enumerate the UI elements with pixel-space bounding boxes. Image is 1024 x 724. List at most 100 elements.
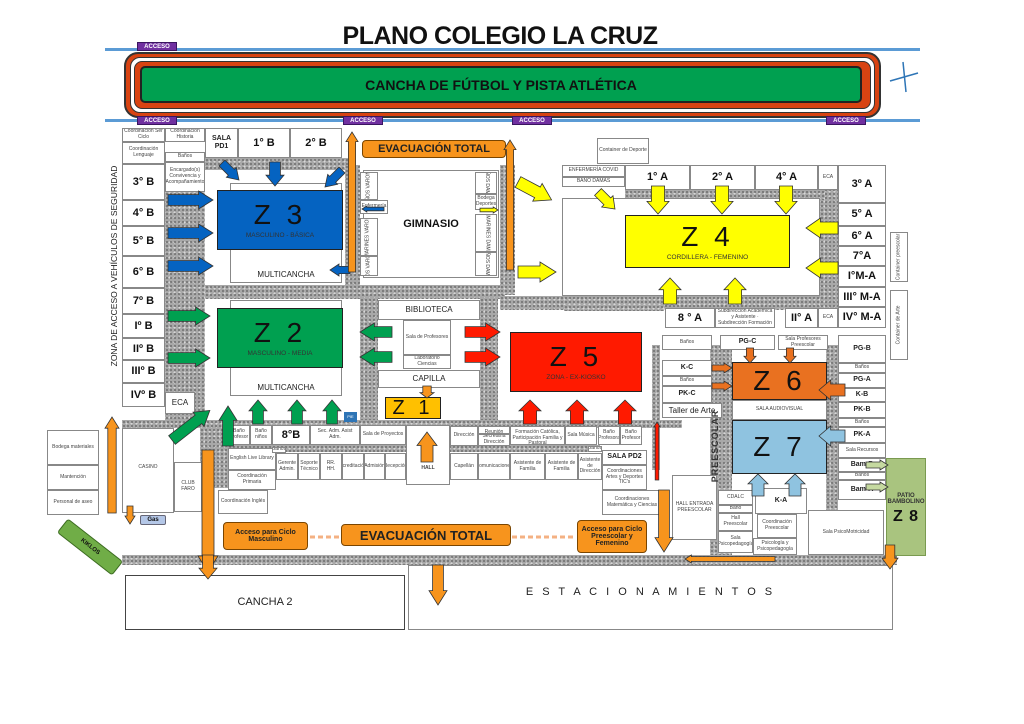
room-coord-ingles: Coordinación Inglés	[218, 490, 268, 514]
room-capellan: Capellán	[450, 453, 478, 480]
room-sala-audiovisual: SALA AUDIOVISUAL	[732, 400, 827, 420]
room-kc: K-C	[662, 360, 712, 376]
room-label: Baño niños	[255, 428, 267, 440]
room-label: Sala Psicopedagogía	[718, 535, 753, 547]
access-badge[interactable]: ACCESO	[512, 116, 552, 125]
evacuation-total-top[interactable]: EVACUACIÓN TOTAL	[362, 140, 506, 158]
zone-name: Z 6	[753, 365, 806, 396]
room-label: Capellán	[454, 462, 474, 469]
room-label: II° A	[790, 311, 813, 324]
room-label: 2° B	[305, 136, 327, 149]
walkway	[820, 188, 838, 310]
room-label: Coordinación Lenguaje	[128, 146, 159, 158]
room-convivencia: Encargado(s) Convivencia y Acompañamient…	[165, 162, 205, 192]
room-label: Secretaría Dirección	[482, 434, 506, 445]
room-label: GIMNASIO	[403, 217, 459, 230]
room-b6: 6° B	[122, 256, 165, 288]
room-sec-adm: Sec. Adm. Asist Adm.	[310, 425, 360, 445]
room-b4: 4° B	[122, 200, 165, 226]
room-container-preescolar: Container preescolar	[890, 232, 908, 282]
room-label: Baño profesor	[229, 428, 249, 440]
room-label: BAÑOS DAMAS	[483, 172, 490, 194]
preescolar-label: PREESCOLAR	[710, 409, 720, 483]
access-preescolar-button[interactable]: Acceso para Ciclo Preescolar y Femenino	[577, 520, 647, 553]
room-label: Baños	[854, 418, 870, 425]
room-label: 4° A	[775, 171, 798, 184]
room-sala-recursos: Sala Recursos	[838, 443, 886, 458]
room-label: CAMARINES DAMAS	[483, 214, 490, 252]
room-b3: 3° B	[122, 164, 165, 200]
room-biblioteca: BIBLIOTECA	[378, 300, 480, 320]
room-bano-profesora: Baño Profesora	[598, 426, 620, 445]
access-badge[interactable]: ACCESO	[826, 116, 866, 125]
room-asist-familia1: Asistente de Familia	[510, 453, 545, 480]
room-acreditacion: Acreditación	[342, 453, 364, 480]
zone-z7: Z 7	[732, 420, 827, 474]
room-admision: Admisión	[364, 453, 385, 480]
room-label: Baños	[679, 338, 695, 345]
room-label: IVº B	[130, 388, 157, 401]
room-label: Sala de Proyectos	[362, 431, 404, 438]
room-camarines-damas: CAMARINES DAMAS	[475, 214, 497, 252]
room-label: Container de Arte	[895, 305, 902, 345]
room-label: SALA PD2	[607, 453, 642, 461]
room-asist-familia2: Asistente de Familia	[545, 453, 578, 480]
room-enfermeria-covid: ENFERMERÍA COVID	[562, 165, 625, 177]
room-a3: 3º A	[838, 165, 886, 203]
room-label: Encargado(s) Convivencia y Acompañamient…	[165, 167, 205, 185]
access-badge[interactable]: ACCESO	[137, 42, 177, 51]
room-label: CANCHA 2	[237, 596, 293, 609]
football-field: CANCHA DE FÚTBOL Y PISTA ATLÉTICA	[140, 66, 862, 103]
page-title: PLANO COLEGIO LA CRUZ	[342, 22, 658, 50]
zone-subtitle: PATIO BAMBOLINO	[887, 492, 925, 505]
room-label: Baños	[679, 377, 695, 384]
evacuation-total-bottom[interactable]: EVACUACIÓN TOTAL	[341, 524, 511, 546]
room-label: 1° B	[253, 136, 275, 149]
arrow-icon	[104, 416, 120, 514]
room-label: Baños	[854, 472, 870, 479]
room-mantencion: Mantención	[47, 465, 99, 490]
room-label: Dirección	[453, 432, 475, 439]
room-sala-pd1: SALA PD1	[205, 128, 238, 158]
room-hall: HALL	[406, 425, 450, 485]
room-label: Coordinación Inglés	[220, 498, 266, 505]
room-pkb: PK-B	[838, 402, 886, 418]
room-coord-mate: Coordinaciones Matemática y Ciencias	[602, 490, 662, 515]
room-banos-r2: Baños	[838, 418, 886, 427]
room-sala-musica: Sala Música	[565, 426, 597, 445]
room-hall-preescolar: Hall Preescolar	[718, 513, 753, 531]
room-pga: PG-A	[838, 373, 886, 388]
room-label: Subdirección Académica y Asistente · Sub…	[717, 308, 773, 326]
room-coord-primaria: Coordinación Primaria	[228, 470, 276, 490]
room-rrhh: RR. HH.	[320, 453, 342, 480]
room-label: RR. HH.	[326, 459, 336, 472]
room-psicologia: Psicología y Psicopedagogía	[753, 538, 797, 555]
access-masculino-button[interactable]: Acceso para Ciclo Masculino	[223, 522, 308, 550]
room-label: Laboratorio Ciencias	[414, 355, 440, 367]
room-label: ECA	[171, 398, 189, 408]
room-label: Sala Recursos	[845, 446, 879, 453]
room-label: K-B	[855, 390, 869, 398]
room-banos-b: Baños	[165, 152, 205, 162]
room-label: PG-A	[853, 376, 871, 384]
room-label: Baños	[588, 446, 602, 452]
gas-tank: Gas	[140, 515, 166, 525]
room-comunicaciones: Comunicaciones	[478, 453, 510, 480]
room-aII: II° A	[785, 308, 818, 328]
room-label: Baños	[177, 153, 193, 160]
compass-icon	[889, 61, 919, 93]
access-badge[interactable]: ACCESO	[137, 116, 177, 125]
room-pgc: PG-C	[720, 335, 775, 350]
room-bano-cd: Baño	[718, 505, 753, 513]
walkway	[122, 420, 682, 428]
room-label: IIº B	[132, 342, 155, 355]
room-label: Baño	[729, 505, 742, 512]
room-psicomotricidad: Sala PsicoMotricidad	[808, 510, 884, 555]
room-coord-artes: Coordinaciones Artes y Deportes TIC's	[602, 465, 647, 490]
room-a6: 6° A	[838, 226, 886, 246]
zone-subtitle: ZONA - EX-KIOSKO	[546, 374, 606, 381]
room-label: Baño Profesor	[621, 428, 641, 441]
access-badge[interactable]: ACCESO	[343, 116, 383, 125]
